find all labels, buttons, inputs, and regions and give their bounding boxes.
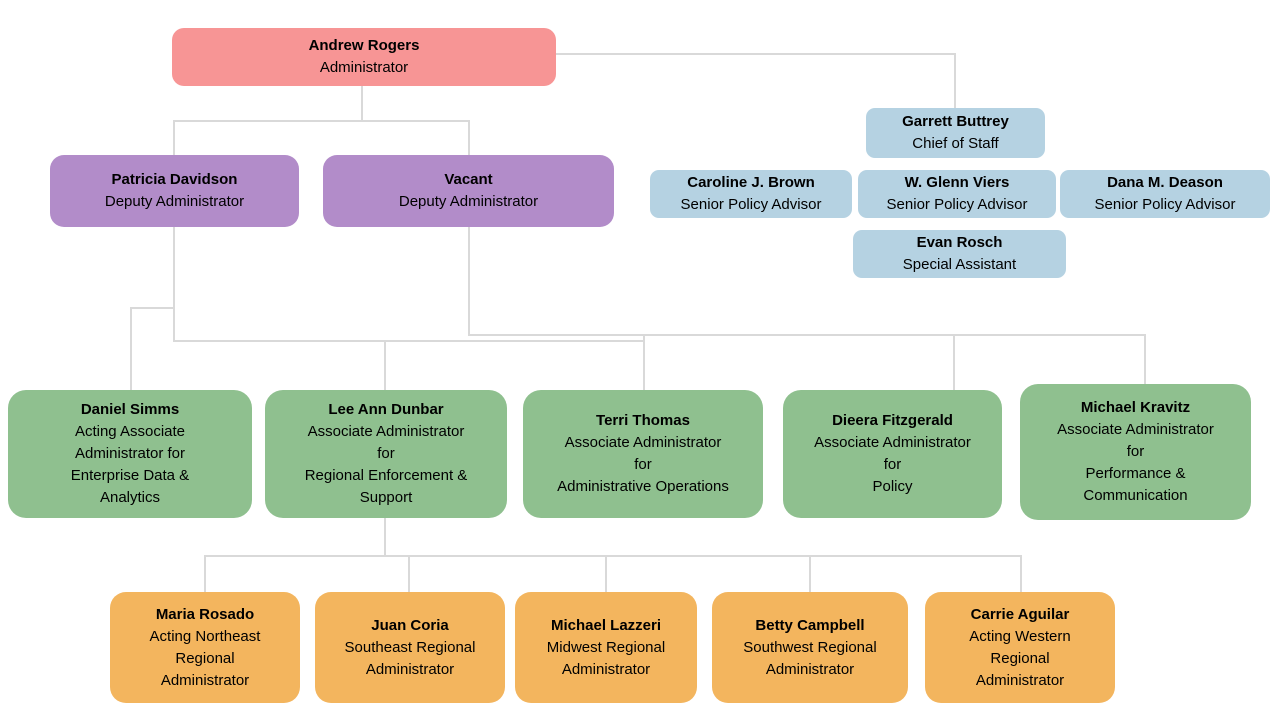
person-title: Senior Policy Advisor bbox=[1094, 196, 1236, 213]
person-title: Senior Policy Advisor bbox=[680, 196, 822, 213]
person-title: Deputy Administrator bbox=[104, 193, 245, 210]
person-name: Patricia Davidson bbox=[111, 171, 238, 188]
org-node-special-assistant: Evan Rosch Special Assistant bbox=[853, 230, 1066, 278]
person-title: Southwest Regional Administrator bbox=[743, 638, 877, 678]
connector-line bbox=[408, 555, 410, 592]
person-name: Evan Rosch bbox=[916, 234, 1003, 251]
person-title: Deputy Administrator bbox=[398, 193, 539, 210]
person-name: W. Glenn Viers bbox=[904, 174, 1010, 191]
person-title: Chief of Staff bbox=[912, 135, 999, 152]
person-title: Associate Administrator for Performance … bbox=[1057, 421, 1214, 504]
connector-line bbox=[361, 85, 363, 122]
connector-line bbox=[468, 227, 470, 336]
person-name: Dana M. Deason bbox=[1107, 174, 1223, 191]
org-node-associate-policy: Dieera Fitzgerald Associate Administrato… bbox=[783, 390, 1002, 518]
person-title: Associate Administrator for Policy bbox=[814, 434, 971, 495]
connector-line bbox=[605, 555, 607, 592]
org-node-senior-policy-advisor-3: Dana M. Deason Senior Policy Advisor bbox=[1060, 170, 1270, 218]
connector-line bbox=[173, 340, 645, 342]
org-node-associate-administrative-operations: Terri Thomas Associate Administrator for… bbox=[523, 390, 763, 518]
connector-line bbox=[1144, 334, 1146, 386]
connector-line bbox=[1020, 555, 1022, 592]
org-node-regional-northeast: Maria Rosado Acting Northeast Regional A… bbox=[110, 592, 300, 703]
org-node-chief-of-staff: Garrett Buttrey Chief of Staff bbox=[866, 108, 1045, 158]
connector-line bbox=[173, 227, 175, 342]
person-title: Acting Western Regional Administrator bbox=[969, 627, 1071, 689]
connector-line bbox=[384, 518, 386, 556]
person-title: Southeast Regional Administrator bbox=[344, 638, 476, 678]
person-name: Maria Rosado bbox=[155, 605, 255, 623]
org-node-associate-enterprise-data: Daniel Simms Acting Associate Administra… bbox=[8, 390, 252, 518]
person-name: Vacant bbox=[444, 171, 493, 188]
org-node-senior-policy-advisor-1: Caroline J. Brown Senior Policy Advisor bbox=[650, 170, 852, 218]
org-node-deputy-administrator-1: Patricia Davidson Deputy Administrator bbox=[50, 155, 299, 227]
connector-line bbox=[204, 555, 206, 592]
org-node-associate-regional-enforcement: Lee Ann Dunbar Associate Administrator f… bbox=[265, 390, 507, 518]
connector-line bbox=[173, 120, 470, 122]
person-title: Senior Policy Advisor bbox=[886, 196, 1028, 213]
org-node-senior-policy-advisor-2: W. Glenn Viers Senior Policy Advisor bbox=[858, 170, 1056, 218]
person-name: Michael Kravitz bbox=[1080, 399, 1191, 416]
person-name: Michael Lazzeri bbox=[550, 616, 662, 634]
person-name: Garrett Buttrey bbox=[902, 113, 1009, 130]
person-title: Associate Administrator for Administrati… bbox=[557, 434, 729, 495]
person-title: Acting Associate Administrator for Enter… bbox=[70, 423, 190, 506]
connector-line bbox=[384, 340, 386, 390]
person-title: Special Assistant bbox=[902, 256, 1017, 273]
org-node-regional-western: Carrie Aguilar Acting Western Regional A… bbox=[925, 592, 1115, 703]
person-name: Terri Thomas bbox=[596, 412, 690, 429]
connector-line bbox=[954, 53, 956, 108]
person-name: Betty Campbell bbox=[755, 616, 865, 634]
connector-line bbox=[204, 555, 1022, 557]
org-node-regional-southwest: Betty Campbell Southwest Regional Admini… bbox=[712, 592, 908, 703]
person-name: Daniel Simms bbox=[80, 401, 180, 418]
person-name: Carrie Aguilar bbox=[970, 605, 1070, 623]
person-name: Lee Ann Dunbar bbox=[328, 401, 444, 418]
org-node-deputy-administrator-2: Vacant Deputy Administrator bbox=[323, 155, 614, 227]
org-node-regional-southeast: Juan Coria Southeast Regional Administra… bbox=[315, 592, 505, 703]
person-title: Associate Administrator for Regional Enf… bbox=[304, 423, 468, 506]
person-name: Andrew Rogers bbox=[308, 37, 420, 54]
org-node-regional-midwest: Michael Lazzeri Midwest Regional Adminis… bbox=[515, 592, 697, 703]
connector-line bbox=[468, 120, 470, 155]
person-title: Midwest Regional Administrator bbox=[546, 638, 666, 678]
person-title: Acting Northeast Regional Administrator bbox=[149, 627, 261, 689]
connector-line bbox=[809, 555, 811, 592]
person-name: Caroline J. Brown bbox=[687, 174, 815, 191]
connector-line bbox=[643, 334, 645, 390]
person-title: Administrator bbox=[319, 59, 409, 76]
connector-line bbox=[130, 307, 175, 309]
connector-line bbox=[130, 307, 132, 390]
org-node-administrator: Andrew Rogers Administrator bbox=[172, 28, 556, 86]
connector-line bbox=[468, 334, 1146, 336]
connector-line bbox=[953, 334, 955, 390]
org-node-associate-performance-communication: Michael Kravitz Associate Administrator … bbox=[1020, 384, 1251, 520]
connector-line bbox=[556, 53, 956, 55]
person-name: Dieera Fitzgerald bbox=[832, 412, 953, 429]
person-name: Juan Coria bbox=[371, 616, 449, 634]
connector-line bbox=[173, 120, 175, 155]
